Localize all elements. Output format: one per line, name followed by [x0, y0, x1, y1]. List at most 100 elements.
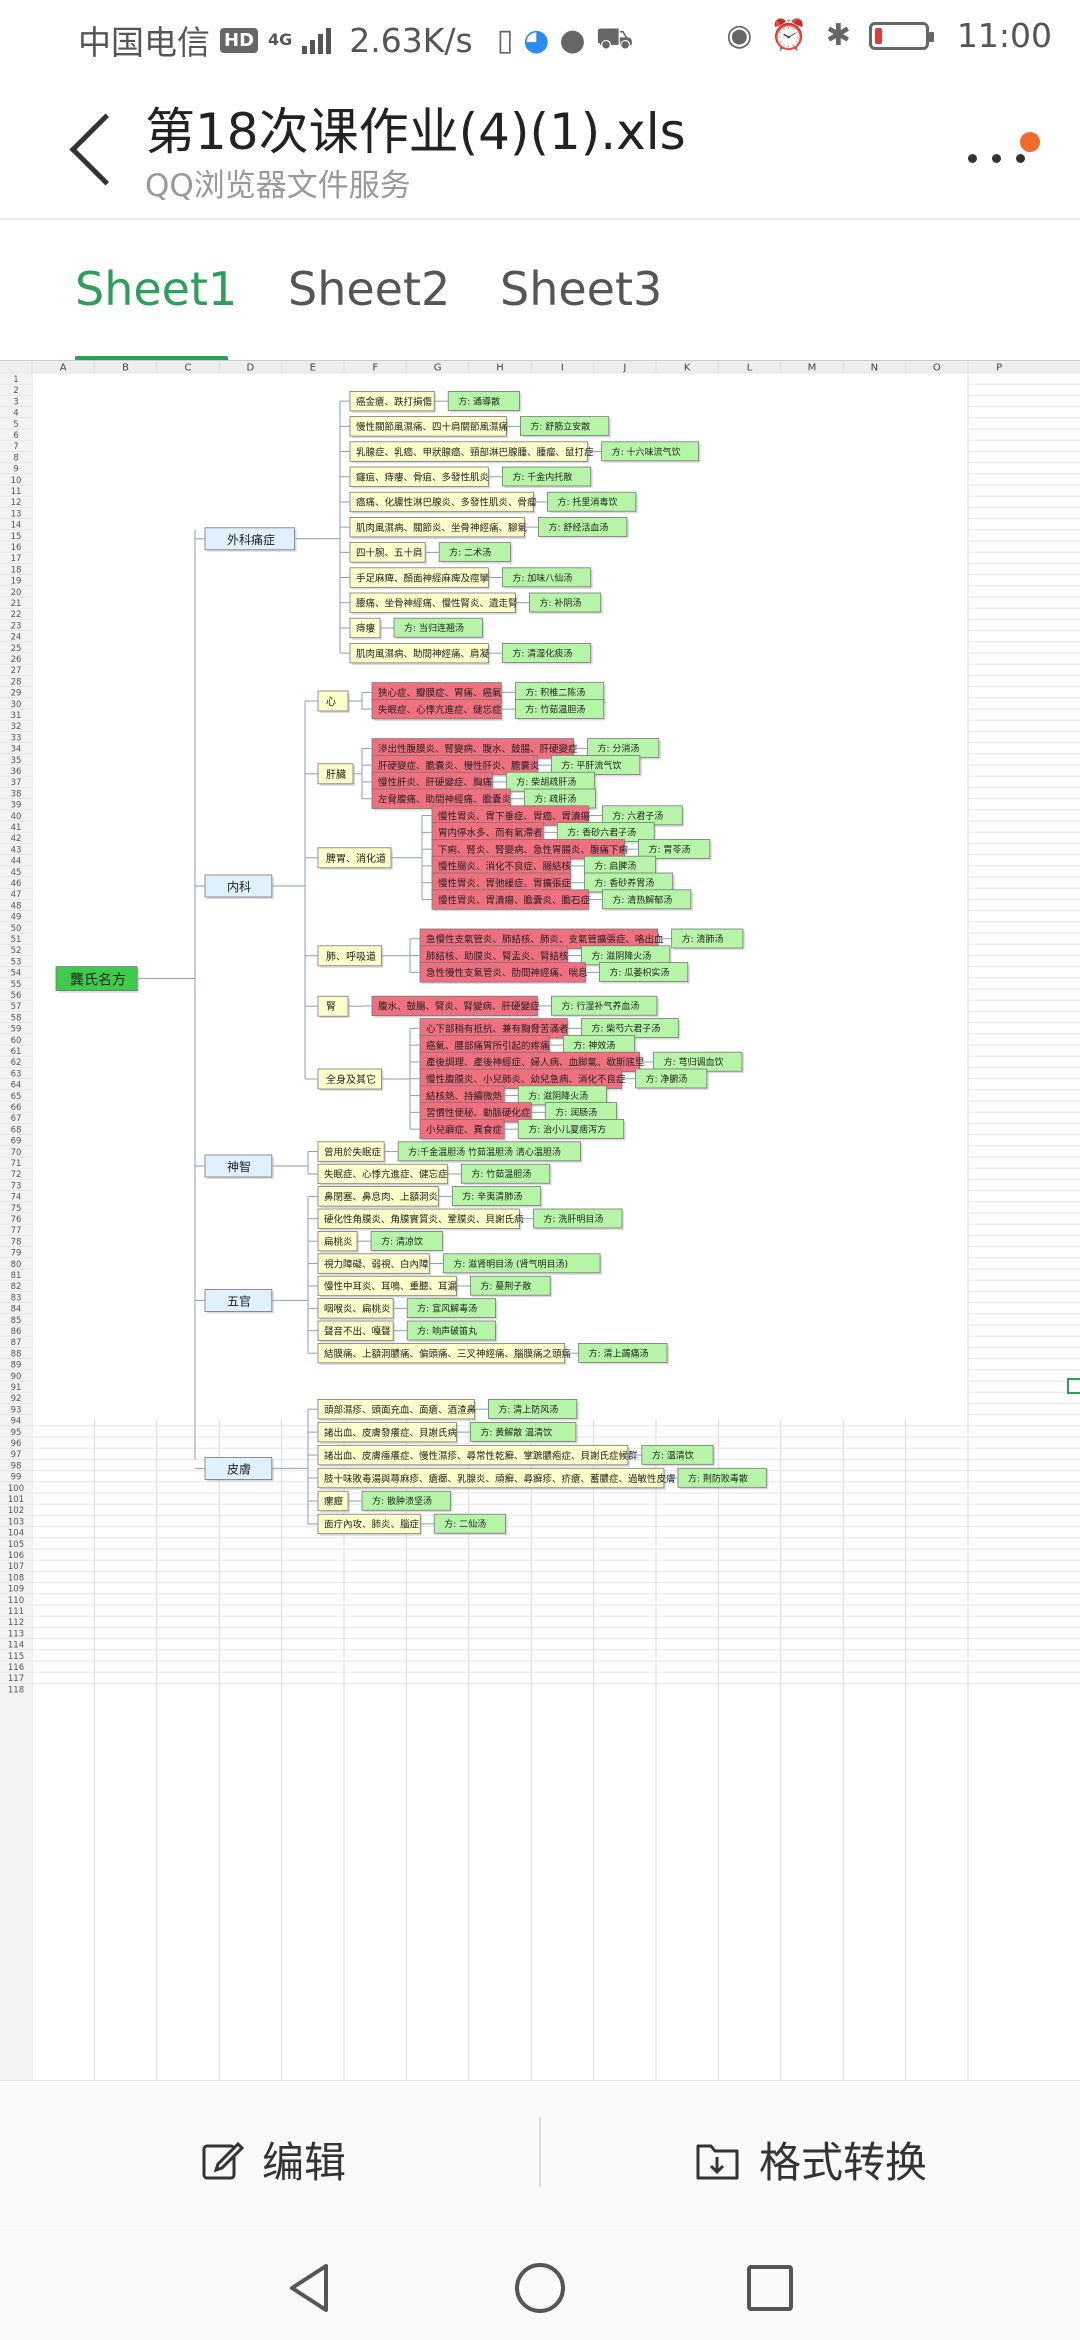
edit-icon — [202, 2141, 244, 2179]
row-number: 14 — [11, 521, 22, 531]
surgery-formula-3-text: 方: 千金内托散 — [512, 471, 572, 483]
bottom-action-bar: 编辑 格式转换 — [0, 2080, 1080, 2231]
bluetooth-icon: ✱ — [825, 18, 851, 53]
row-number: 43 — [11, 845, 22, 855]
internal-5-item-1-text: 癌氣、腰部痛胃所引起的疼痛 — [426, 1040, 550, 1052]
internal-3-formula-1-text: 方: 滋阴降火汤 — [591, 950, 651, 962]
surgery-formula-7 — [501, 567, 592, 588]
column-header-L: L — [747, 363, 753, 374]
edit-button[interactable]: 编辑 — [200, 2129, 346, 2190]
internal-5-formula-4-text: 方: 滋阴降火汤 — [528, 1090, 588, 1102]
internal-2-item-5-text: 慢性胃炎、胃潰瘍、膽囊炎、膽石症 — [438, 894, 591, 906]
row-number: 101 — [8, 1495, 24, 1505]
row-header-bar — [0, 373, 32, 2081]
row-number: 23 — [11, 621, 22, 631]
row-number: 88 — [11, 1349, 22, 1359]
internal-5-item-4-text: 結核熱、持續微熱 — [426, 1090, 503, 1102]
row-number: 77 — [11, 1226, 22, 1236]
row-number: 54 — [11, 969, 22, 979]
internal-1-formula-1 — [551, 754, 641, 775]
row-number: 103 — [8, 1517, 24, 1527]
surgery-item-7-text: 手足麻痺、顏面神經麻痺及痙攣 — [356, 572, 489, 584]
cart-icon: ⛟ — [595, 20, 634, 56]
section-skin-text: 皮膚 — [227, 1461, 251, 1476]
tab-sheet2[interactable]: Sheet2 — [288, 262, 451, 316]
mind-formula-1-text: 方: 竹茹温胆汤 — [471, 1168, 531, 1180]
net-speed: 2.63K/s — [349, 20, 473, 60]
internal-3-item-0-text: 急慢性支氣管炎、肺結核、肺炎、支氣管擴張症、咯出血 — [426, 934, 664, 946]
internal-2-formula-2 — [638, 838, 711, 859]
row-number: 60 — [11, 1036, 22, 1046]
skin-formula-4 — [361, 1490, 451, 1511]
surgery-item-8-text: 腰痛、坐骨神經痛、慢性腎炎、遺走腎 — [356, 598, 518, 610]
nav-home-icon[interactable] — [512, 2260, 568, 2316]
row-number: 36 — [11, 767, 22, 777]
row-number: 79 — [11, 1249, 22, 1259]
back-button[interactable] — [62, 110, 114, 190]
surgery-formula-2 — [601, 441, 699, 462]
facial-item-4-text: 慢性中耳炎、耳鳴、重聽、耳漏 — [324, 1281, 457, 1293]
row-number: 92 — [11, 1394, 22, 1404]
mind-formula-1 — [460, 1163, 551, 1184]
status-right: ◉ ⏰ ✱ 11:00 — [726, 16, 1052, 55]
row-number: 76 — [11, 1215, 22, 1225]
row-number: 18 — [11, 565, 22, 575]
row-number: 16 — [11, 543, 22, 553]
tab-sheet3[interactable]: Sheet3 — [500, 262, 663, 316]
skin-formula-4-text: 方: 散肿溃坚汤 — [372, 1495, 432, 1507]
nav-recents-icon[interactable] — [742, 2260, 798, 2316]
row-number: 99 — [11, 1473, 22, 1483]
skin-formula-2-text: 方: 温清饮 — [652, 1449, 694, 1461]
row-number: 84 — [11, 1305, 22, 1315]
row-number: 59 — [11, 1025, 22, 1035]
mind-item-0-text: 曾用於失眠症 — [324, 1146, 382, 1158]
facial-formula-2 — [370, 1231, 443, 1251]
column-header-J: J — [622, 363, 626, 374]
mind-formula-0-text: 方:千金温胆汤 竹茹温胆汤 清心温胆汤 — [408, 1146, 561, 1158]
column-header-B: B — [122, 363, 129, 374]
row-number: 68 — [11, 1125, 22, 1135]
facial-item-2-text: 扁桃炎 — [324, 1236, 353, 1248]
facial-formula-2-text: 方: 清凉饮 — [381, 1235, 423, 1247]
column-header-M: M — [808, 363, 817, 374]
row-number: 74 — [11, 1193, 22, 1203]
nav-back-icon[interactable] — [282, 2260, 338, 2316]
surgery-item-4-text: 癌痛、化膿性淋巴腺炎、多發性肌炎、骨瘤 — [356, 497, 537, 509]
row-number: 67 — [11, 1114, 22, 1124]
column-header-A: A — [60, 363, 67, 374]
skin-item-1-text: 諸出血、皮膚發癢症、貝謝氏病 — [324, 1427, 458, 1439]
folder-download-icon — [696, 2144, 739, 2179]
internal-5-formula-6-text: 方: 治小儿夏痞泻方 — [528, 1123, 606, 1135]
surgery-formula-3 — [501, 466, 592, 487]
column-header-D: D — [247, 363, 255, 374]
row-number: 112 — [8, 1618, 24, 1628]
row-number: 57 — [11, 1002, 22, 1012]
section-surgery-text: 外科痛症 — [227, 532, 275, 547]
internal-group-4-text: 腎 — [326, 1001, 336, 1013]
tab-sheet1[interactable]: Sheet1 — [75, 262, 238, 316]
section-internal-text: 内科 — [227, 880, 251, 894]
surgery-formula-5 — [538, 516, 628, 537]
internal-group-2-text: 脾胃、消化道 — [326, 852, 386, 865]
surgery-item-9-text: 痔瘻 — [356, 623, 376, 635]
internal-4-formula-0-text: 方: 行湿补气养血汤 — [561, 1000, 639, 1012]
root-node-text: 龔氏名方 — [70, 972, 126, 989]
row-number: 3 — [13, 397, 18, 407]
row-number: 87 — [11, 1338, 22, 1348]
row-number: 117 — [8, 1674, 24, 1684]
row-number: 47 — [11, 890, 22, 900]
skin-item-0-text: 頭部濕疹、頭面充血、面瘡、酒渣鼻 — [324, 1404, 476, 1416]
internal-5-formula-0-text: 方: 柴芍六君子汤 — [591, 1023, 660, 1035]
row-number: 29 — [11, 689, 22, 699]
facial-item-5-text: 咽喉炎、扁桃炎 — [324, 1303, 391, 1315]
row-number: 70 — [11, 1148, 22, 1158]
skin-item-5-text: 面疔內攻、肺炎、腦症 — [324, 1519, 420, 1531]
surgery-item-6-text: 四十腕、五十肩 — [356, 547, 423, 559]
column-header-E: E — [310, 363, 316, 374]
column-header-K: K — [684, 363, 691, 374]
format-convert-button[interactable]: 格式转换 — [695, 2129, 927, 2190]
more-options-button[interactable] — [960, 132, 1040, 182]
row-number: 82 — [11, 1282, 22, 1292]
